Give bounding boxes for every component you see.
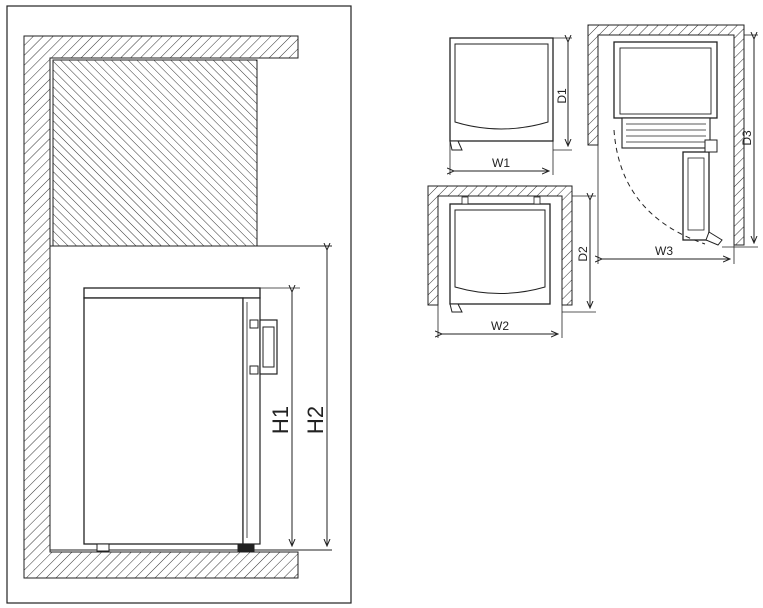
h1-label: H1 [268, 406, 293, 434]
plan-view-freestanding: D1 W1 [450, 38, 572, 175]
fridge-side-view [83, 287, 278, 552]
door-swing-arc [613, 129, 706, 245]
w3-label: W3 [655, 244, 673, 258]
w1-label: W1 [492, 156, 510, 170]
plan-view-niche: D2 W2 [427, 185, 596, 338]
h1-dimension: H1 [260, 288, 300, 546]
fridge-top [83, 287, 261, 299]
fridge-door [242, 297, 261, 545]
d3-label: D3 [740, 130, 754, 146]
fridge-plan-2 [449, 203, 551, 305]
plan-view-door-open: D3 W3 [587, 24, 758, 264]
panel-frame [6, 5, 352, 604]
fridge-body [83, 297, 244, 545]
wall-section [23, 35, 299, 579]
fridge-plan-1 [449, 37, 554, 142]
upper-cabinet [52, 59, 258, 247]
rear-foot [237, 543, 255, 552]
d2-label: D2 [576, 246, 590, 262]
side-view-panel: H1 H2 [6, 5, 352, 604]
fridge-plan-3 [613, 41, 718, 119]
w2-label: W2 [491, 319, 509, 333]
front-foot [96, 543, 110, 552]
fridge-interior [621, 117, 711, 149]
open-door [682, 151, 710, 241]
niche-walls-open [587, 24, 745, 246]
h2-dimension: H2 [303, 250, 328, 546]
d1-label: D1 [555, 88, 569, 104]
h2-label: H2 [303, 406, 328, 434]
niche-walls [427, 185, 573, 306]
